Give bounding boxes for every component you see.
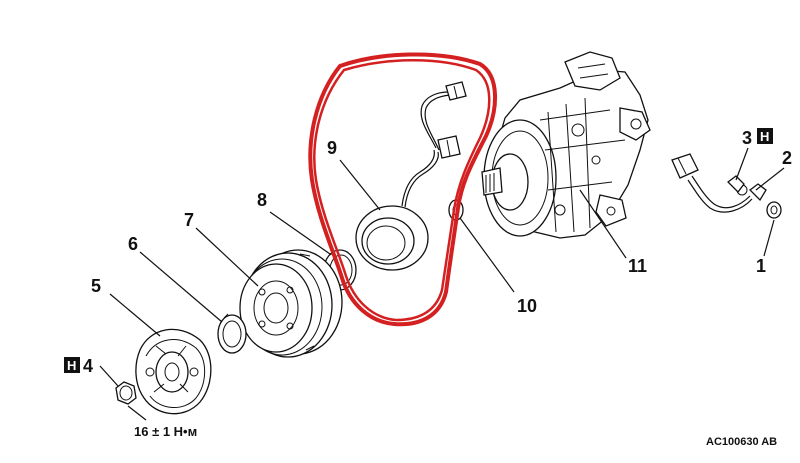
badge-3-h: H xyxy=(757,128,773,144)
torque-spec: 16 ± 1 Н•м xyxy=(134,424,197,439)
callout-3: 3 xyxy=(742,128,752,148)
leader-torque xyxy=(127,405,147,421)
red-highlight-outline xyxy=(308,52,497,327)
leader-6 xyxy=(139,251,223,323)
leader-3 xyxy=(735,147,749,181)
part-7-pulley xyxy=(239,249,343,358)
part-3-clip xyxy=(727,175,745,193)
badge-4-h: H xyxy=(64,357,80,373)
part-4-bolt xyxy=(115,381,137,405)
leader-9 xyxy=(339,159,381,211)
leader-lines xyxy=(99,147,785,421)
callout-7: 7 xyxy=(184,210,194,230)
part-5-armature-plate xyxy=(135,328,212,415)
badge-4-letter: H xyxy=(67,358,76,373)
leader-1 xyxy=(763,219,775,257)
part-1-nut xyxy=(766,201,782,219)
leader-2 xyxy=(755,167,785,191)
callout-2: 2 xyxy=(782,148,792,168)
leader-7 xyxy=(195,227,259,287)
callout-4: 4 xyxy=(83,356,93,376)
callout-6: 6 xyxy=(128,234,138,254)
callout-5: 5 xyxy=(91,276,101,296)
leader-11 xyxy=(579,189,627,259)
part-9-field-coil xyxy=(355,81,467,271)
callout-10: 10 xyxy=(517,296,537,316)
leader-10 xyxy=(459,217,515,293)
part-6-snap-ring xyxy=(217,313,247,354)
part-2-harness xyxy=(671,153,767,213)
leader-5 xyxy=(109,293,161,337)
badge-3-letter: H xyxy=(760,129,769,144)
leader-8 xyxy=(269,211,331,255)
part-11-compressor xyxy=(481,51,651,239)
leader-4 xyxy=(99,365,119,387)
callout-1: 1 xyxy=(756,256,766,276)
reference-code: AC100630 AB xyxy=(706,436,777,448)
callout-8: 8 xyxy=(257,190,267,210)
callout-9: 9 xyxy=(327,138,337,158)
callout-labels: 1 2 3 4 5 6 7 8 9 10 11 xyxy=(83,128,792,376)
callout-11: 11 xyxy=(628,256,647,276)
